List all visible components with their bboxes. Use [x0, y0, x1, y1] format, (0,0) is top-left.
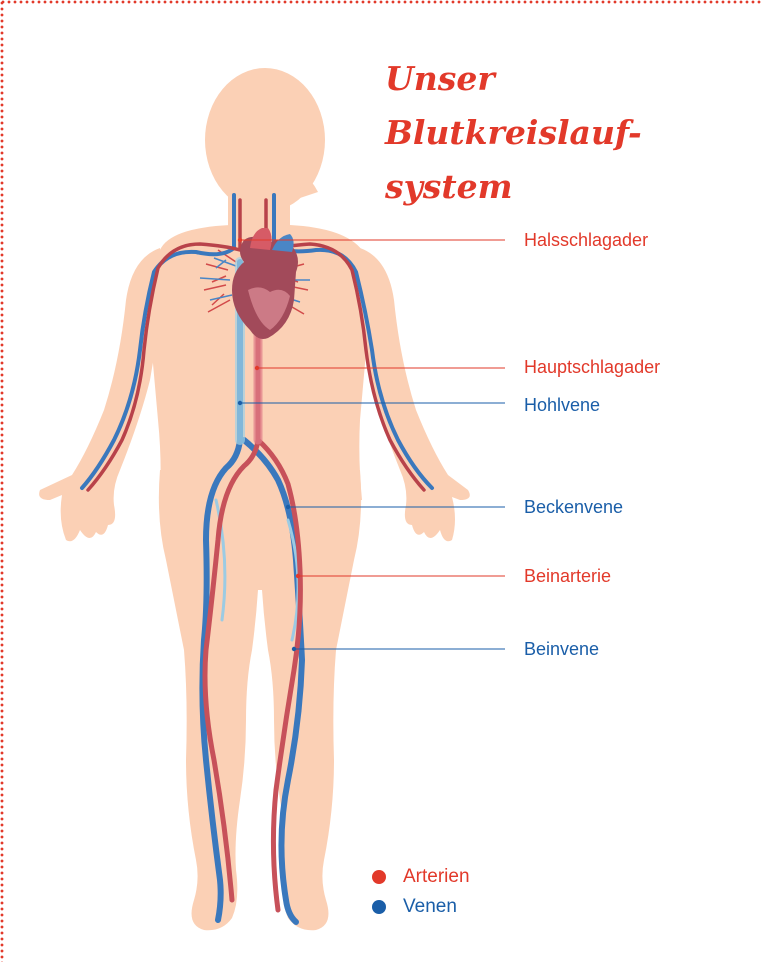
label-hohlvene: Hohlvene — [524, 394, 600, 416]
label-hauptschlagader: Hauptschlagader — [524, 356, 660, 378]
label-beckenvene: Beckenvene — [524, 496, 623, 518]
label-beinarterie: Beinarterie — [524, 565, 611, 587]
legend-label-arteries: Arterien — [403, 866, 470, 888]
title-line-1: Unser — [385, 52, 715, 106]
artery-dot-icon — [372, 870, 386, 884]
label-beinvene: Beinvene — [524, 638, 599, 660]
title-line-2: Blutkreislauf- — [385, 106, 715, 160]
vein-dot-icon — [372, 900, 386, 914]
legend-label-veins: Venen — [403, 896, 457, 918]
diagram-title: Unser Blutkreislauf- system — [385, 52, 715, 214]
label-halsschlagader: Halsschlagader — [524, 229, 648, 251]
title-line-3: system — [385, 160, 715, 214]
